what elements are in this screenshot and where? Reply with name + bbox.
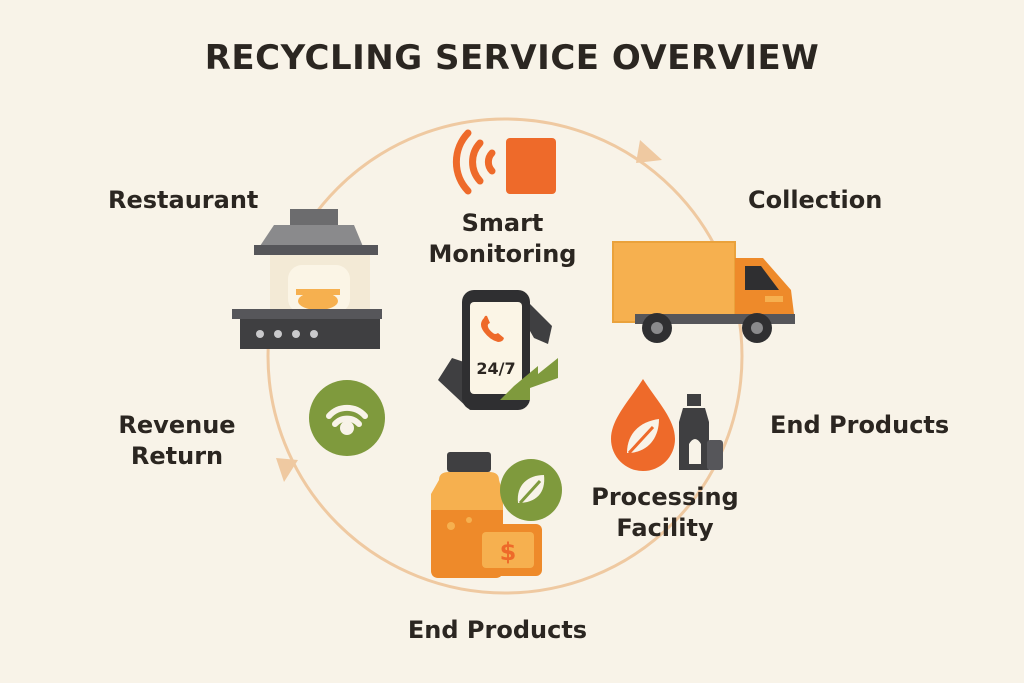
leaf-badge-icon <box>500 459 562 521</box>
label-revenue-line1: Revenue <box>118 411 236 439</box>
currency-symbol: $ <box>500 538 517 566</box>
label-smart-monitoring-line2: Monitoring <box>428 240 577 268</box>
label-processing-line2: Facility <box>616 514 714 542</box>
label-processing-line1: Processing <box>591 483 739 511</box>
label-end-products-bottom: End Products <box>407 616 588 644</box>
phone-badge-text: 24/7 <box>476 359 515 378</box>
label-restaurant: Restaurant <box>108 186 259 214</box>
label-collection: Collection <box>748 186 883 214</box>
label-revenue-return: Revenue Return <box>112 410 242 472</box>
restaurant-kitchen-icon <box>232 209 382 349</box>
cycle-arrow-top-right <box>636 140 662 163</box>
oil-drop-leaf-icon <box>611 379 675 471</box>
label-end-products-right: End Products <box>770 411 950 439</box>
page-title: RECYCLING SERVICE OVERVIEW <box>204 38 820 78</box>
wifi-badge-icon <box>309 380 385 456</box>
cash-icon: $ <box>474 524 542 576</box>
oil-bottle-icon <box>679 394 723 470</box>
phone-recycle-icon: 24/7 <box>438 290 558 410</box>
label-revenue-line2: Return <box>130 442 224 470</box>
label-smart-monitoring-line1: Smart <box>461 209 544 237</box>
label-processing-facility: Processing Facility <box>585 482 745 544</box>
delivery-truck-icon <box>612 241 795 343</box>
label-smart-monitoring: Smart Monitoring <box>420 208 585 270</box>
sensor-signal-icon <box>452 129 556 195</box>
cycle-arrow-left <box>276 458 298 482</box>
